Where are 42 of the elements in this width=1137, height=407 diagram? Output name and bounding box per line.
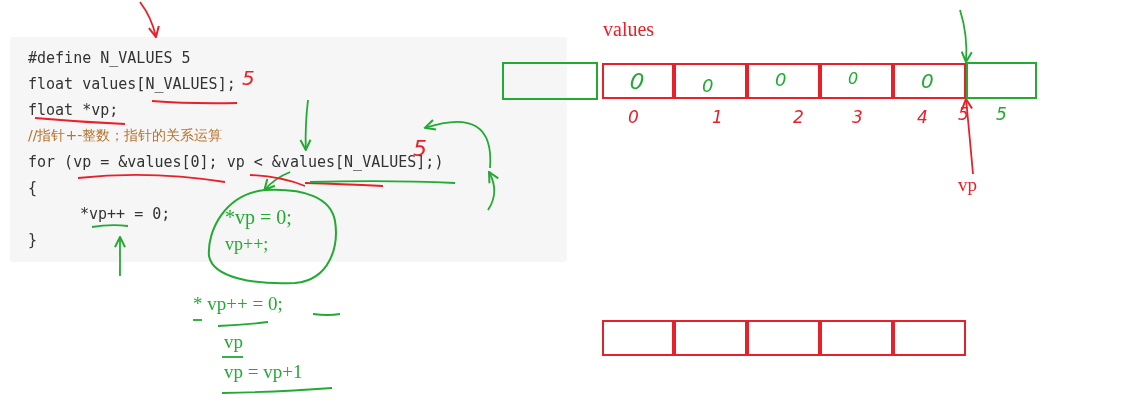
- handwritten-number: 5: [242, 66, 255, 90]
- array-name: values: [603, 18, 655, 41]
- array-cell: [820, 320, 893, 356]
- index-number: 1: [712, 107, 723, 127]
- handwritten-number: 5: [996, 104, 1007, 124]
- code-line: float values[N_VALUES];: [28, 75, 236, 93]
- array-cell: [747, 320, 820, 356]
- arrow: [423, 119, 492, 169]
- arrow: [263, 171, 292, 191]
- handwritten-note: vp = vp+1: [224, 361, 303, 383]
- cell-value: 0: [775, 69, 787, 90]
- note-text: *vp = 0;: [225, 206, 292, 229]
- array-cell: [602, 320, 674, 356]
- arrow: [299, 99, 312, 151]
- code-panel: [10, 37, 567, 262]
- arrow: [487, 171, 500, 211]
- cell-value: 0: [848, 69, 859, 88]
- arrow: [113, 236, 127, 277]
- circled-note: [205, 186, 340, 285]
- code-line: float *vp;: [28, 101, 119, 119]
- code-line: #define N_VALUES 5: [28, 49, 191, 67]
- array-cell: [893, 320, 966, 356]
- arrow: [959, 9, 973, 63]
- code-line: *vp++ = 0;: [80, 205, 171, 223]
- index-number: 4: [917, 107, 928, 127]
- array-cell: [966, 62, 1037, 99]
- array-cell: [674, 320, 747, 356]
- code-comment: //指针+-整数；指针的关系运算: [28, 127, 223, 145]
- cell-value: 0: [702, 75, 714, 96]
- index-number: 0: [628, 107, 639, 127]
- code-line: }: [28, 231, 38, 249]
- cell-value: 0: [628, 68, 646, 95]
- code-line: {: [28, 179, 38, 197]
- pointer-label: vp: [958, 174, 988, 198]
- index-number: 2: [793, 107, 804, 127]
- array-cell: [502, 62, 598, 100]
- handwritten-note: vp: [224, 331, 243, 353]
- index-number: 3: [852, 107, 863, 127]
- note-text: vp++;: [225, 234, 269, 255]
- cell-value: 0: [921, 69, 934, 93]
- handwritten-note: * vp++ = 0;: [193, 293, 283, 315]
- arrow: [139, 1, 160, 38]
